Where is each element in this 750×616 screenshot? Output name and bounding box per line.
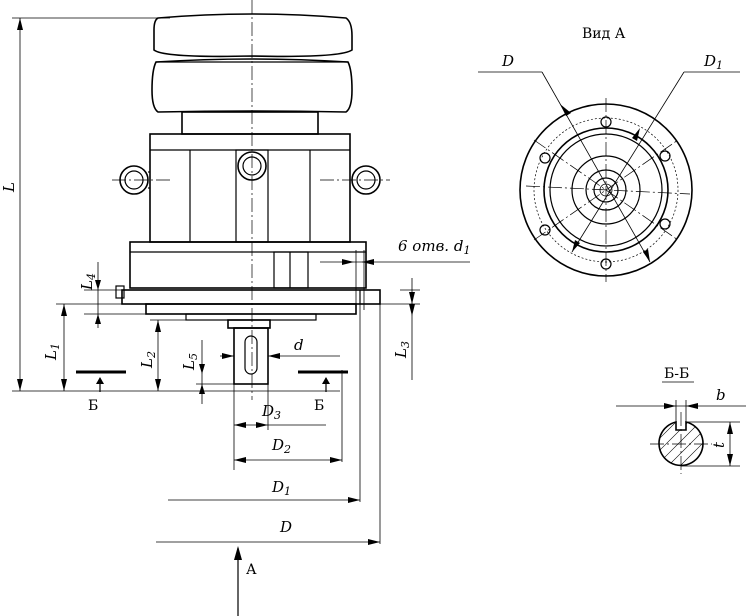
dim-d-label: D (279, 518, 292, 536)
shaft-keyway (244, 335, 258, 375)
view-a-d1-label: D1 (703, 52, 723, 72)
flange-spigot (145, 303, 357, 315)
motor-top-cover (153, 13, 353, 58)
bolt-hole-2 (659, 150, 671, 162)
dim-b-label: b (716, 386, 726, 404)
dim-d1-label: D1 (271, 478, 291, 498)
section-bb-title: Б-Б (664, 366, 689, 382)
dim-l1-label: L1 (42, 343, 62, 361)
section-mark-left: Б (88, 398, 98, 414)
lower-housing-boss (273, 251, 309, 289)
lifting-eye-left (112, 165, 172, 195)
dim-t-label: t (710, 441, 728, 448)
flange-hub (185, 313, 317, 321)
view-a: Вид А D D1 (478, 26, 740, 282)
section-mark-right: Б (314, 398, 324, 414)
dim-l-label: L (0, 182, 18, 193)
view-arrow-label: А (246, 562, 257, 578)
view-a-axis-h (525, 185, 691, 195)
view-a-title: Вид А (582, 26, 626, 42)
lifting-eye-center (237, 151, 267, 181)
front-view: L L4 L1 L2 L5 d (0, 0, 470, 616)
dim-d2-label: D2 (271, 436, 291, 456)
dim-d-small-label: d (294, 336, 304, 354)
dim-l2-label: L2 (138, 351, 158, 369)
view-a-axis-d2 (533, 139, 679, 241)
lifting-eye-right (320, 165, 390, 195)
motor-body (151, 58, 353, 113)
shaft-section (658, 420, 704, 467)
dim-l5-label: L5 (180, 353, 200, 371)
dim-l4-label: L4 (78, 273, 98, 291)
dim-d3-label: D3 (261, 402, 281, 422)
dim-l3-label: L3 (392, 341, 412, 359)
side-plug (115, 285, 125, 299)
mounting-flange (121, 289, 381, 305)
bolt-hole-5 (539, 224, 551, 236)
bolt-hole-3 (659, 218, 671, 230)
view-a-axis-d1 (533, 139, 679, 241)
gearbox-lower-housing (129, 241, 367, 289)
motor-neck (181, 111, 319, 135)
section-bb: Б-Б b (616, 366, 746, 474)
view-a-d-label: D (501, 52, 514, 70)
output-shaft-collar (227, 319, 271, 329)
holes-label: 6 отв. d1 (398, 237, 470, 257)
bolt-hole-6 (539, 152, 551, 164)
